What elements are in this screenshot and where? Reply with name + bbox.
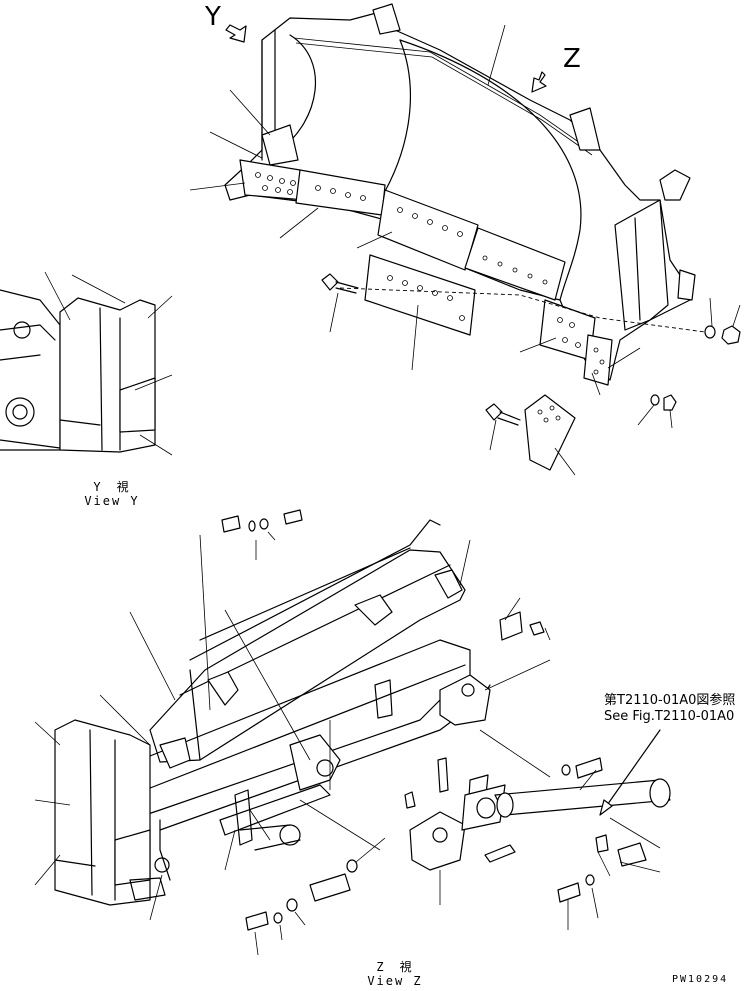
bolt-holes [255,172,605,423]
top-leader-lines [189,24,741,476]
view-y-caption-jp: Y 視 [93,480,131,494]
view-z-fasteners [221,509,671,931]
view-z-caption-jp: Z 視 [376,960,414,974]
view-z-leader-lines [34,531,661,956]
view-y-arrow-letter: Y [205,2,221,32]
view-y-caption-en: View Y [84,494,140,508]
view-z-arrow-letter: Z [563,44,581,74]
figure-reference: 第T2110-01A0図参照 See Fig.T2110-01A0 [604,693,735,725]
figure-reference-jp: 第T2110-01A0図参照 [604,693,736,708]
view-y-arrow-icon [225,24,247,43]
reference-arrow-icon [599,799,613,816]
blade-assembly [189,3,741,476]
view-z-arrow-icon [531,71,547,93]
view-y-caption: Y 視 View Y [82,480,142,508]
reference-leader [604,729,661,809]
view-z-frame [34,509,671,956]
view-y-leader-lines [44,271,173,456]
view-z-caption-en: View Z [367,974,423,988]
view-y-detail [0,271,173,456]
view-z-caption: Z 視 View Z [360,960,430,988]
top-fasteners [321,273,741,426]
figure-reference-en: See Fig.T2110-01A0 [604,709,735,724]
drawing-code: PW10294 [672,974,729,985]
